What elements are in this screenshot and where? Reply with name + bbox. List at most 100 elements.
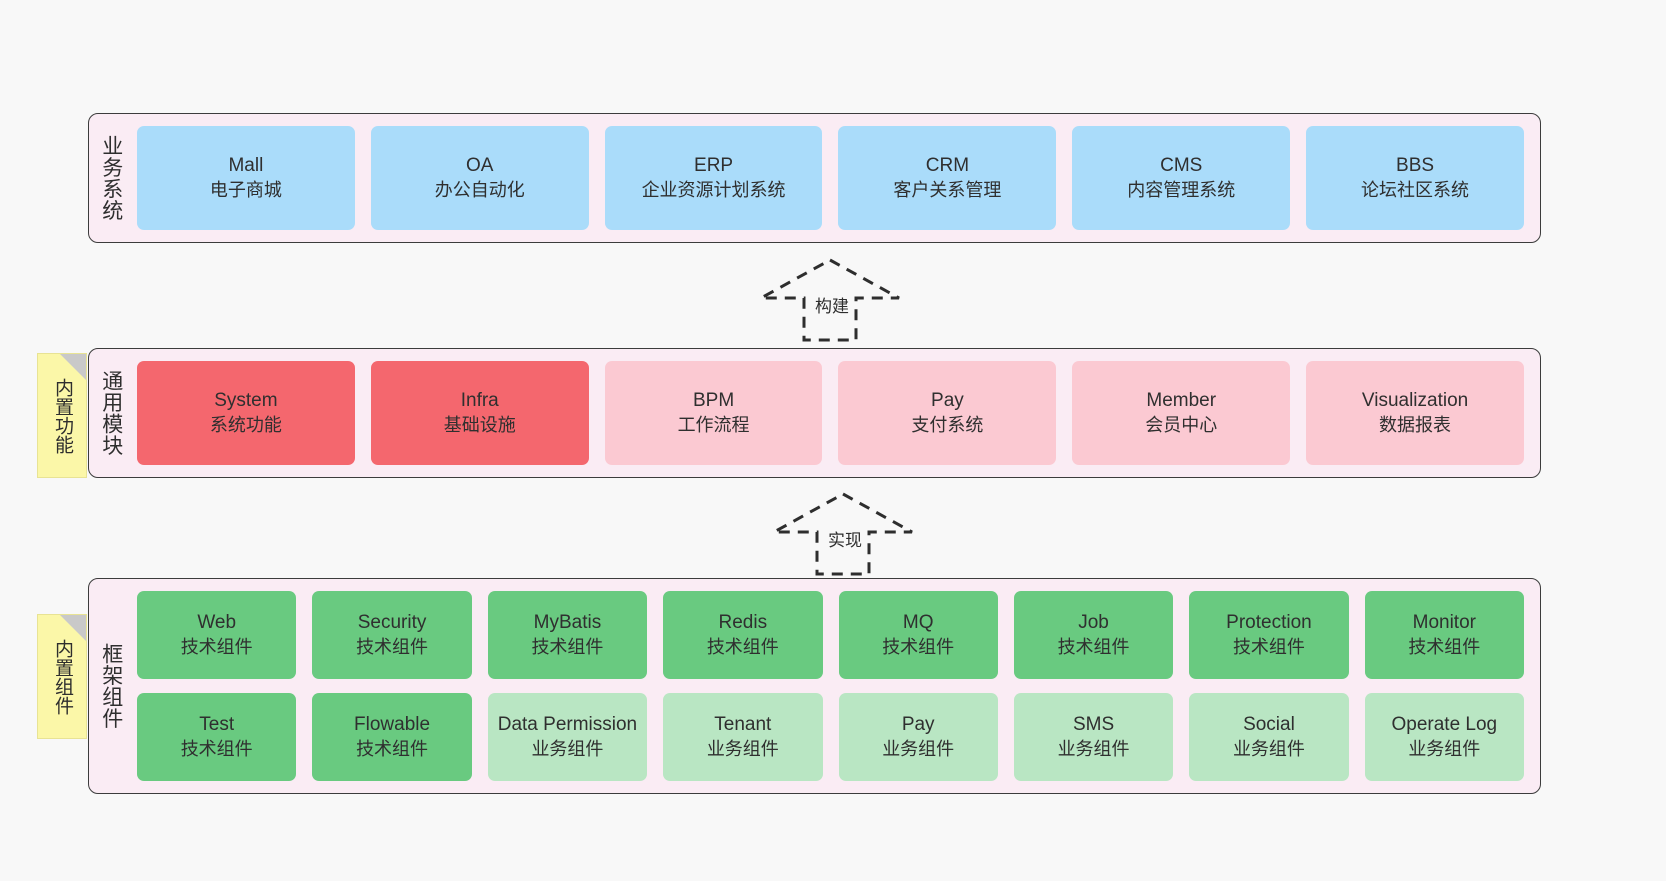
card-title: Job	[1078, 612, 1109, 634]
layer-title-common-module: 通用模块	[99, 370, 123, 456]
sticky-note-common-module: 内置功能	[37, 353, 87, 478]
card-subtitle: 技术组件	[1057, 636, 1130, 657]
card-subtitle: 技术组件	[882, 636, 955, 657]
card-title: Monitor	[1412, 612, 1476, 634]
card-title: Web	[197, 612, 237, 634]
card-subtitle: 系统功能	[209, 414, 282, 435]
card-title: Visualization	[1361, 390, 1469, 412]
card-subtitle: 技术组件	[180, 738, 253, 759]
layer-title-framework-component: 框架组件	[99, 643, 123, 729]
connector-label-implement: 实现	[826, 526, 864, 551]
card-title: Pay	[931, 390, 964, 412]
card-subtitle: 技术组件	[1408, 636, 1481, 657]
card-title: Redis	[718, 612, 768, 634]
card-subtitle: 技术组件	[706, 636, 779, 657]
card-title: Operate Log	[1391, 714, 1498, 736]
card-title: CMS	[1160, 155, 1203, 177]
card-title: Social	[1243, 714, 1295, 736]
card-subtitle: 论坛社区系统	[1361, 179, 1470, 200]
card-title: Flowable	[354, 714, 431, 736]
card-title: MQ	[902, 612, 934, 634]
connector-build	[755, 258, 905, 342]
card-title: MyBatis	[533, 612, 602, 634]
layer-title-business-system: 业务系统	[99, 135, 123, 221]
card-subtitle: 业务组件	[531, 738, 604, 759]
card-title: Pay	[901, 714, 935, 736]
card-subtitle: 客户关系管理	[893, 179, 1002, 200]
card-subtitle: 业务组件	[1408, 738, 1481, 759]
card-subtitle: 内容管理系统	[1127, 179, 1236, 200]
card-title: ERP	[694, 155, 734, 177]
card-title: CRM	[925, 155, 970, 177]
card-subtitle: 会员中心	[1145, 414, 1218, 435]
card-subtitle: 技术组件	[356, 738, 429, 759]
card-subtitle: 业务组件	[882, 738, 955, 759]
card-title: Test	[199, 714, 235, 736]
card-title: OA	[466, 155, 494, 177]
card-title: Protection	[1226, 612, 1312, 634]
card-title: Mall	[228, 155, 264, 177]
card-subtitle: 企业资源计划系统	[641, 179, 786, 200]
card-title: Infra	[460, 390, 499, 412]
card-subtitle: 技术组件	[180, 636, 253, 657]
card-subtitle: 办公自动化	[434, 179, 525, 200]
connector-implement	[768, 492, 918, 576]
card-title: Member	[1146, 390, 1217, 412]
card-subtitle: 基础设施	[443, 414, 516, 435]
card-subtitle: 技术组件	[356, 636, 429, 657]
connector-label-build: 构建	[813, 292, 851, 317]
card-title: Security	[357, 612, 427, 634]
card-subtitle: 业务组件	[1232, 738, 1305, 759]
card-subtitle: 支付系统	[911, 414, 984, 435]
card-subtitle: 业务组件	[1057, 738, 1130, 759]
card-subtitle: 业务组件	[706, 738, 779, 759]
card-subtitle: 电子商城	[209, 179, 282, 200]
card-title: Data Permission	[497, 714, 638, 736]
card-title: SMS	[1072, 714, 1115, 736]
card-title: System	[214, 390, 278, 412]
card-subtitle: 工作流程	[677, 414, 750, 435]
card-title: Tenant	[714, 714, 772, 736]
card-subtitle: 技术组件	[1232, 636, 1305, 657]
card-title: BPM	[692, 390, 735, 412]
sticky-note-framework-component: 内置组件	[37, 614, 87, 739]
